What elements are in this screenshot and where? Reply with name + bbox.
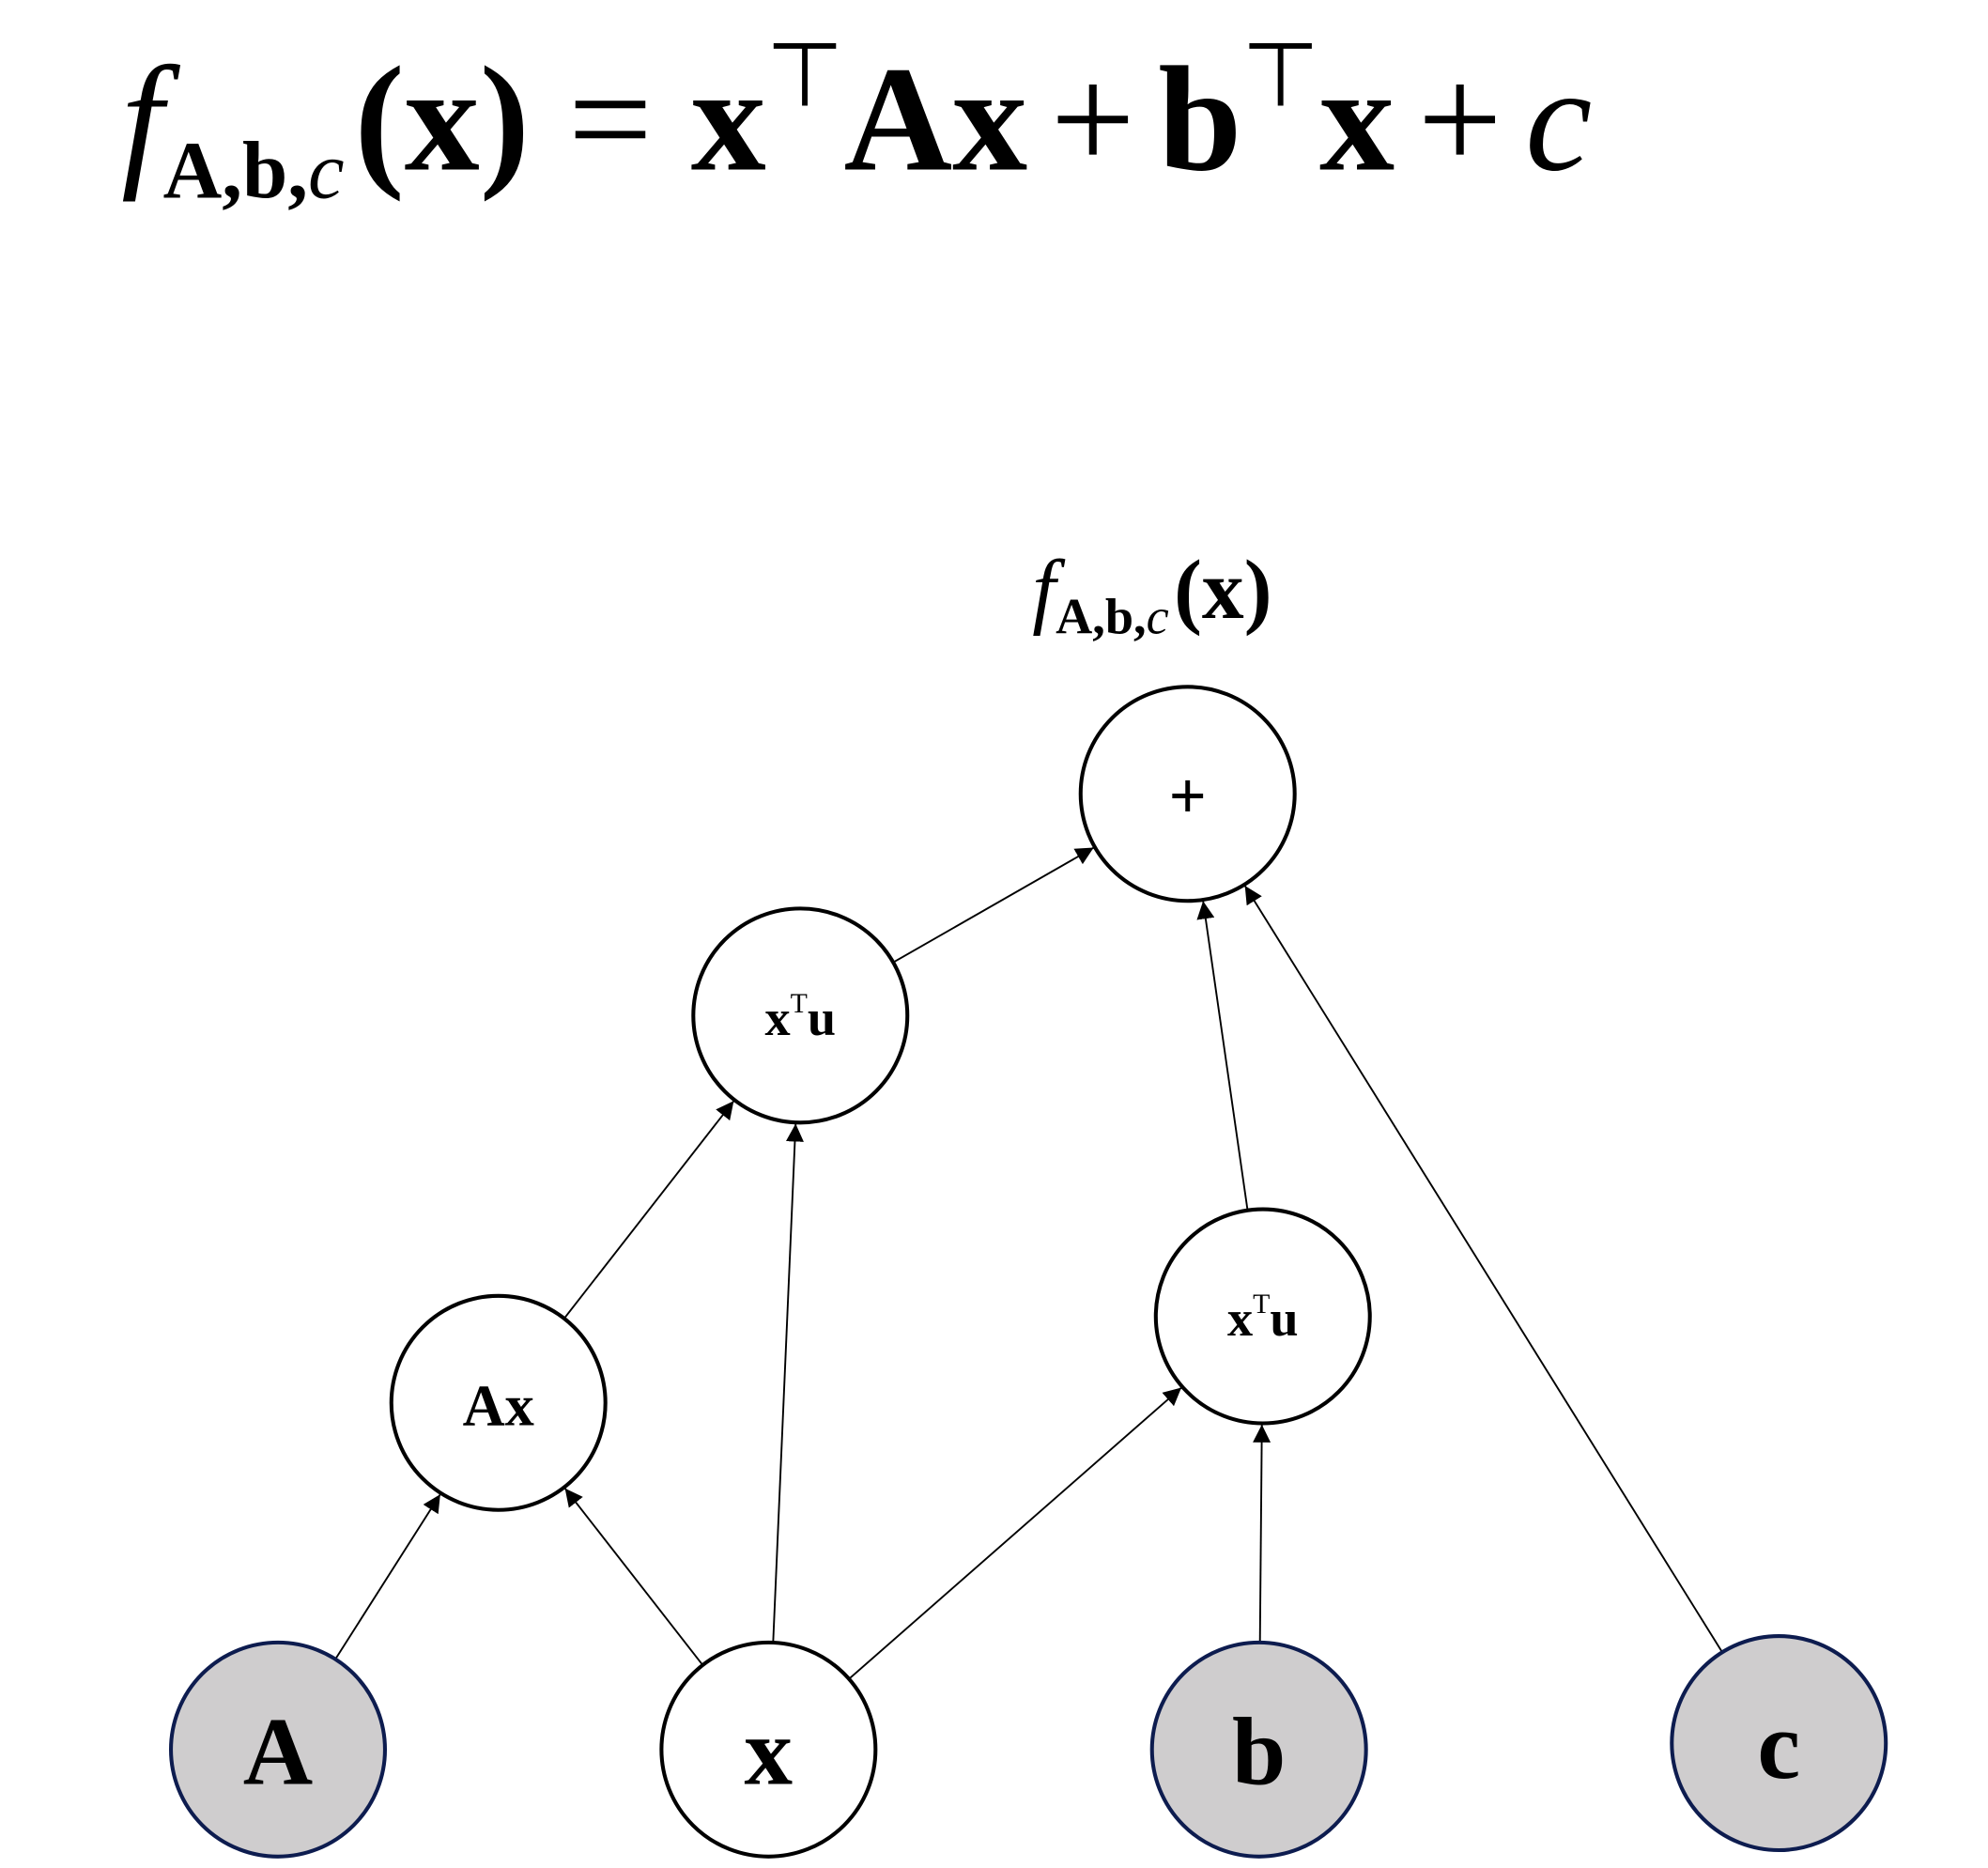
node-circle: [691, 906, 910, 1125]
node-xtu2: xTu: [1153, 1207, 1372, 1426]
node-label: x: [745, 1699, 794, 1806]
node-label: Ax: [463, 1373, 534, 1438]
edge-x-to-ax: [563, 1488, 704, 1666]
node-A: A: [169, 1640, 388, 1859]
node-c: c: [1670, 1634, 1888, 1853]
node-circle: [1078, 685, 1297, 903]
node-circle: [1149, 1640, 1368, 1859]
output-label: fA,b,c(x): [1032, 544, 1271, 644]
edges: [334, 846, 1723, 1680]
node-b: b: [1149, 1640, 1368, 1859]
edge-xtu2-to-plus: [1196, 901, 1249, 1211]
equation: fA,b,c(x)=x⊤Ax+b⊤x+c: [121, 24, 1592, 216]
node-xtu1: xTu: [691, 906, 910, 1125]
node-circle: [389, 1293, 608, 1512]
node-label: xTu: [1227, 1288, 1299, 1347]
node-label: A: [243, 1699, 313, 1806]
node-circle: [1153, 1207, 1372, 1426]
node-ax: Ax: [389, 1293, 608, 1512]
node-label: b: [1232, 1699, 1286, 1806]
edge-A-to-ax: [334, 1493, 441, 1660]
edge-xtu1-to-plus: [892, 846, 1095, 964]
node-label: +: [1169, 760, 1207, 833]
node-circle: [659, 1640, 878, 1859]
edge-b-to-xtu2: [1253, 1424, 1271, 1643]
node-label: xTu: [764, 987, 836, 1046]
node-x: x: [659, 1640, 878, 1859]
edge-x-to-xtu1: [772, 1123, 804, 1644]
node-circle: [169, 1640, 388, 1859]
node-circle: [1670, 1634, 1888, 1853]
edge-x-to-xtu2: [848, 1386, 1182, 1680]
node-plus: +: [1078, 685, 1297, 903]
edge-c-to-plus: [1243, 885, 1723, 1653]
node-label: c: [1757, 1692, 1800, 1799]
edge-ax-to-xtu1: [563, 1100, 735, 1320]
